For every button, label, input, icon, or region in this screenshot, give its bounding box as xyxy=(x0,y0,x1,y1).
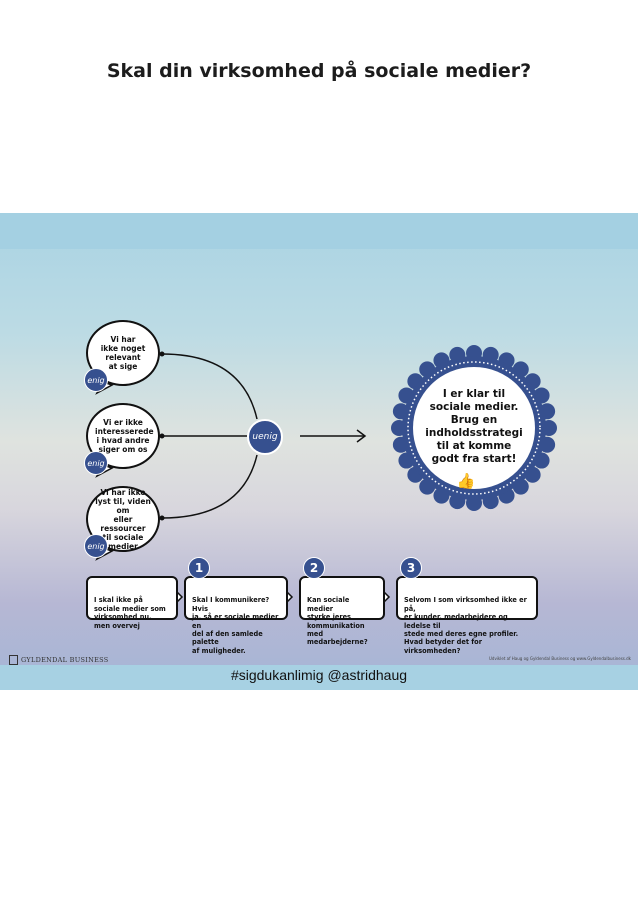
uenig-node: uenig xyxy=(247,419,283,455)
caption-band xyxy=(0,665,638,690)
badge-text: I er klar til sociale medier. Brug en in… xyxy=(425,388,523,465)
page-title: Skal din virksomhed på sociale medier? xyxy=(106,60,532,82)
bubble-text: Vi har ikke noget relevant at sige xyxy=(100,335,146,371)
logo-text: GYLDENDAL BUSINESS xyxy=(21,656,109,664)
step-text: Selvom I som virksomhed ikke er på, er k… xyxy=(404,596,527,655)
step-number-3: 3 xyxy=(400,557,422,579)
hashtag-caption: #sigdukanlimig @astridhaug xyxy=(230,667,408,683)
step-text: I skal ikke på sociale medier som virkso… xyxy=(94,596,166,630)
thumbs-up-icon: 👍 xyxy=(456,472,476,490)
enig-tag: enig xyxy=(84,368,108,392)
step-text: Skal I kommunikere? Hvis ja, så er socia… xyxy=(192,596,279,655)
logo-mark-icon xyxy=(9,655,18,665)
step-box-0: I skal ikke på sociale medier som virkso… xyxy=(86,576,178,630)
bubble-text: Vi er ikke interesserede i hvad andre si… xyxy=(95,418,154,454)
connector-top xyxy=(161,353,258,420)
arrow-head xyxy=(356,429,367,443)
step-box-2: Kan sociale medier styrke jeres kommunik… xyxy=(299,576,385,646)
credit-line: Udviklet af Haug og Gyldendal Business o… xyxy=(488,656,631,661)
step-text: Kan sociale medier styrke jeres kommunik… xyxy=(307,596,368,647)
enig-tag: enig xyxy=(84,534,108,558)
connector-bottom xyxy=(161,454,258,519)
step-box-3: Selvom I som virksomhed ikke er på, er k… xyxy=(396,576,538,655)
enig-tag: enig xyxy=(84,451,108,475)
ready-badge xyxy=(391,345,557,511)
publisher-logo: GYLDENDAL BUSINESS xyxy=(9,655,109,665)
step-number-1: 1 xyxy=(188,557,210,579)
step-number-2: 2 xyxy=(303,557,325,579)
top-band xyxy=(0,213,638,249)
bubble-text: Vi har ikke lyst til, viden om eller res… xyxy=(95,487,151,551)
step-box-1: Skal I kommunikere? Hvis ja, så er socia… xyxy=(184,576,288,655)
